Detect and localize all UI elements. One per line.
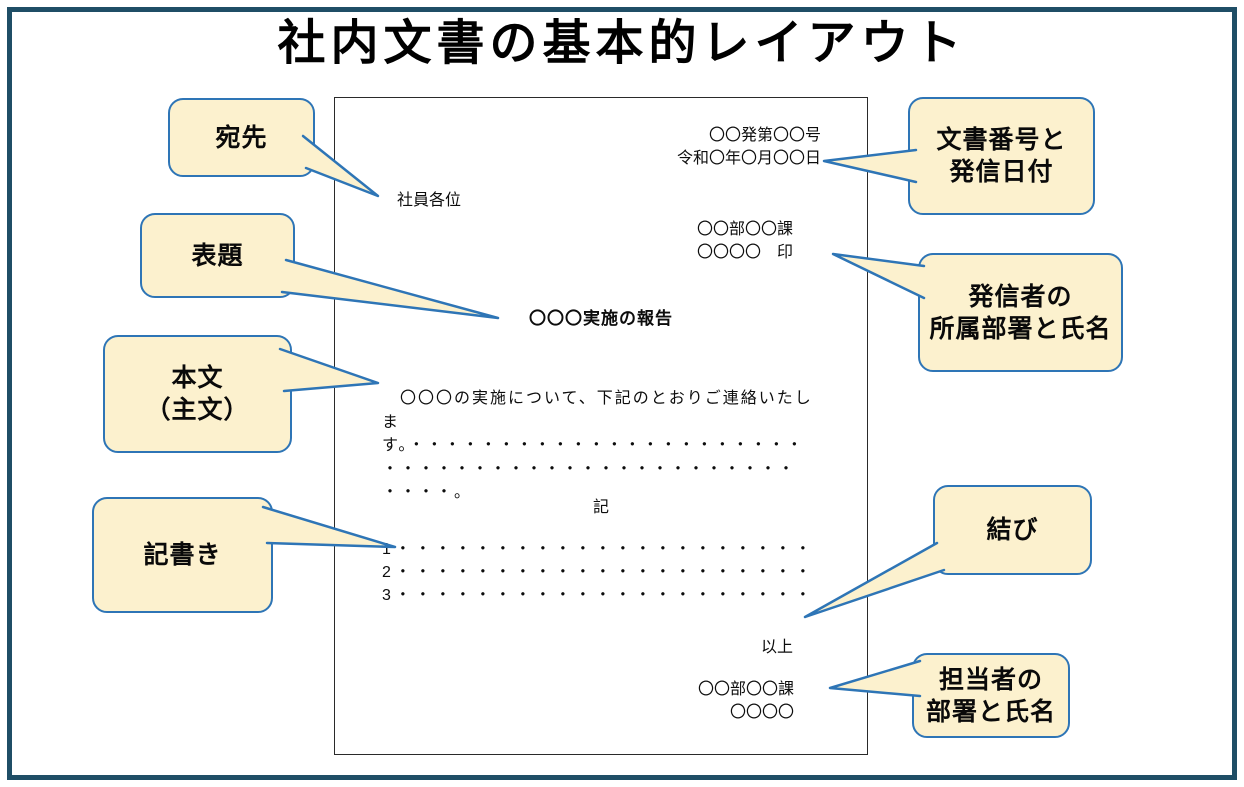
doc-sender-block: 〇〇部〇〇課 〇〇〇〇 印 (697, 218, 793, 264)
doc-itemized-list: 1・・・・・・・・・・・・・・・・・・・・・ 2・・・・・・・・・・・・・・・・… (382, 538, 815, 607)
callout-itemized-list: 記書き (92, 497, 273, 613)
callout-sender-dept-name-label: 発信者の 所属部署と氏名 (929, 282, 1112, 343)
doc-sender-name: 〇〇〇〇 印 (696, 244, 793, 261)
callout-subject: 表題 (140, 213, 295, 298)
doc-date: 令和〇年〇月〇〇日 (676, 150, 821, 167)
callout-closing-label: 結び (986, 516, 1039, 544)
callout-contact-dept-name-label: 担当者の 部署と氏名 (925, 665, 1056, 726)
document-sheet: 〇〇発第〇〇号 令和〇年〇月〇〇日 社員各位 〇〇部〇〇課 〇〇〇〇 印 〇〇〇… (334, 97, 868, 755)
callout-body-text: 本文 （主文） (103, 335, 292, 453)
doc-list-item: 3・・・・・・・・・・・・・・・・・・・・・ (382, 587, 815, 604)
callout-sender-dept-name: 発信者の 所属部署と氏名 (918, 253, 1123, 372)
doc-ki-marker: 記 (592, 499, 609, 516)
doc-contact-block: 〇〇部〇〇課 〇〇〇〇 (698, 678, 794, 724)
callout-doc-number-date-label: 文書番号と 発信日付 (936, 126, 1067, 186)
callout-doc-number-date: 文書番号と 発信日付 (908, 97, 1095, 215)
callout-body-text-label: 本文 （主文） (145, 364, 250, 424)
doc-list-item: 1・・・・・・・・・・・・・・・・・・・・・ (382, 541, 815, 558)
callout-subject-label: 表題 (191, 241, 244, 270)
doc-body-line: ・・・・・・・・・・・・・・・・・・・・・・・ (382, 460, 797, 478)
callout-closing: 結び (933, 485, 1092, 575)
doc-number: 〇〇発第〇〇号 (708, 127, 821, 144)
doc-body-line: す。・・・・・・・・・・・・・・・・・・・・・・ (382, 437, 805, 454)
callout-addressee: 宛先 (168, 98, 315, 177)
doc-addressee: 社員各位 (397, 192, 462, 209)
doc-contact-dept: 〇〇部〇〇課 (697, 681, 794, 698)
doc-list-item: 2・・・・・・・・・・・・・・・・・・・・・ (382, 564, 815, 581)
doc-body-line: 〇〇〇の実施について、下記のとおりご連絡いたしま (382, 390, 813, 431)
doc-closing: 以上 (760, 639, 793, 656)
doc-sender-dept: 〇〇部〇〇課 (696, 221, 793, 238)
callout-itemized-list-label: 記書き (143, 541, 222, 569)
callout-contact-dept-name: 担当者の 部署と氏名 (912, 653, 1070, 738)
doc-body-line: ・・・・。 (382, 484, 473, 501)
doc-number-and-date: 〇〇発第〇〇号 令和〇年〇月〇〇日 (677, 124, 821, 170)
callout-addressee-label: 宛先 (215, 123, 268, 152)
doc-body-paragraph: 〇〇〇の実施について、下記のとおりご連絡いたしま す。・・・・・・・・・・・・・… (382, 387, 819, 505)
doc-subject: 〇〇〇実施の報告 (529, 309, 673, 328)
page-title: 社内文書の基本的レイアウト (277, 17, 967, 70)
doc-contact-name: 〇〇〇〇 (729, 704, 794, 721)
